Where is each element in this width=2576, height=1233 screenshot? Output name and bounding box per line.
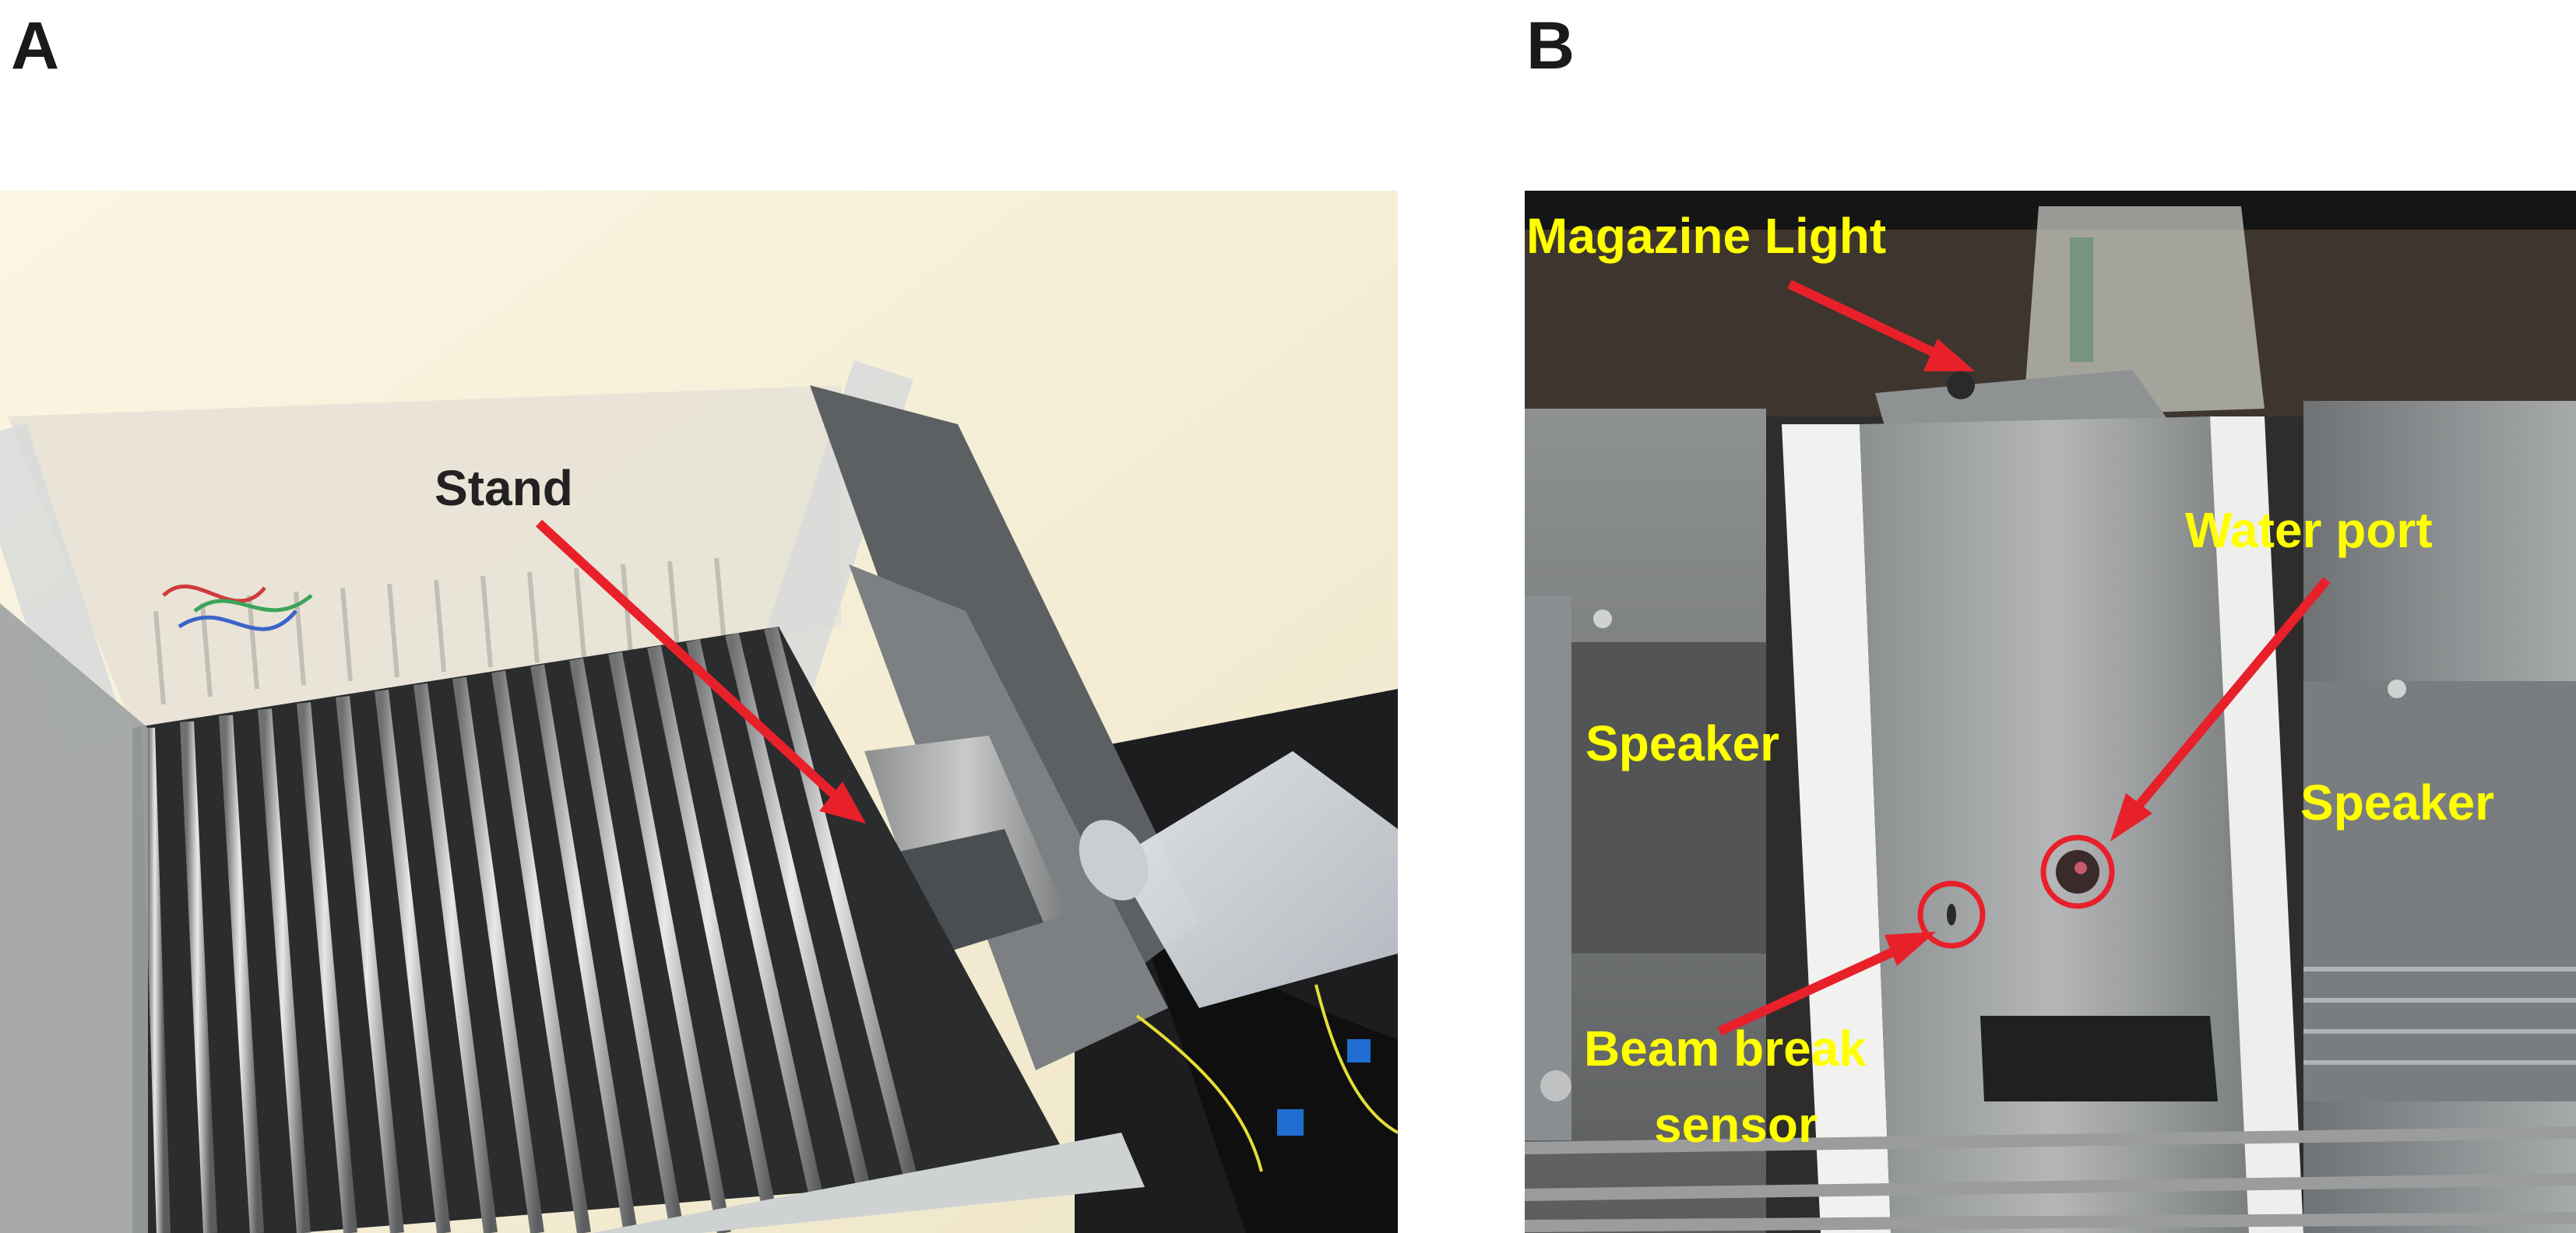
stand-arrow [535, 519, 866, 824]
beam-break-arrow [1717, 941, 1909, 1036]
speaker-left-label: Speaker [1585, 715, 1780, 771]
water-port-arrowhead [2110, 793, 2152, 841]
magazine-photo [1525, 191, 2576, 1233]
beam-break-arrowhead [1884, 932, 1936, 966]
beam-break-label-line2: sensor [1654, 1097, 1818, 1153]
panel-b-photo [1525, 191, 2576, 1233]
panel-b-annotations [1717, 279, 2331, 1036]
panel-a-photo [0, 191, 1398, 1233]
magazine-light-arrowhead [1923, 339, 1975, 371]
water-port-circle [2040, 834, 2115, 909]
water-port-label: Water port [2185, 502, 2433, 558]
speaker-right-label: Speaker [2300, 775, 2495, 831]
panel-b-letter: B [1526, 9, 1575, 83]
magazine-light-arrow [1787, 279, 1940, 359]
operant-chamber-photo [0, 191, 1398, 1233]
stand-label: Stand [435, 460, 573, 516]
beam-break-circle [1917, 880, 1986, 949]
water-port-arrow [2128, 577, 2331, 817]
panel-a-letter: A [11, 9, 60, 83]
magazine-light-label: Magazine Light [1526, 208, 1887, 264]
